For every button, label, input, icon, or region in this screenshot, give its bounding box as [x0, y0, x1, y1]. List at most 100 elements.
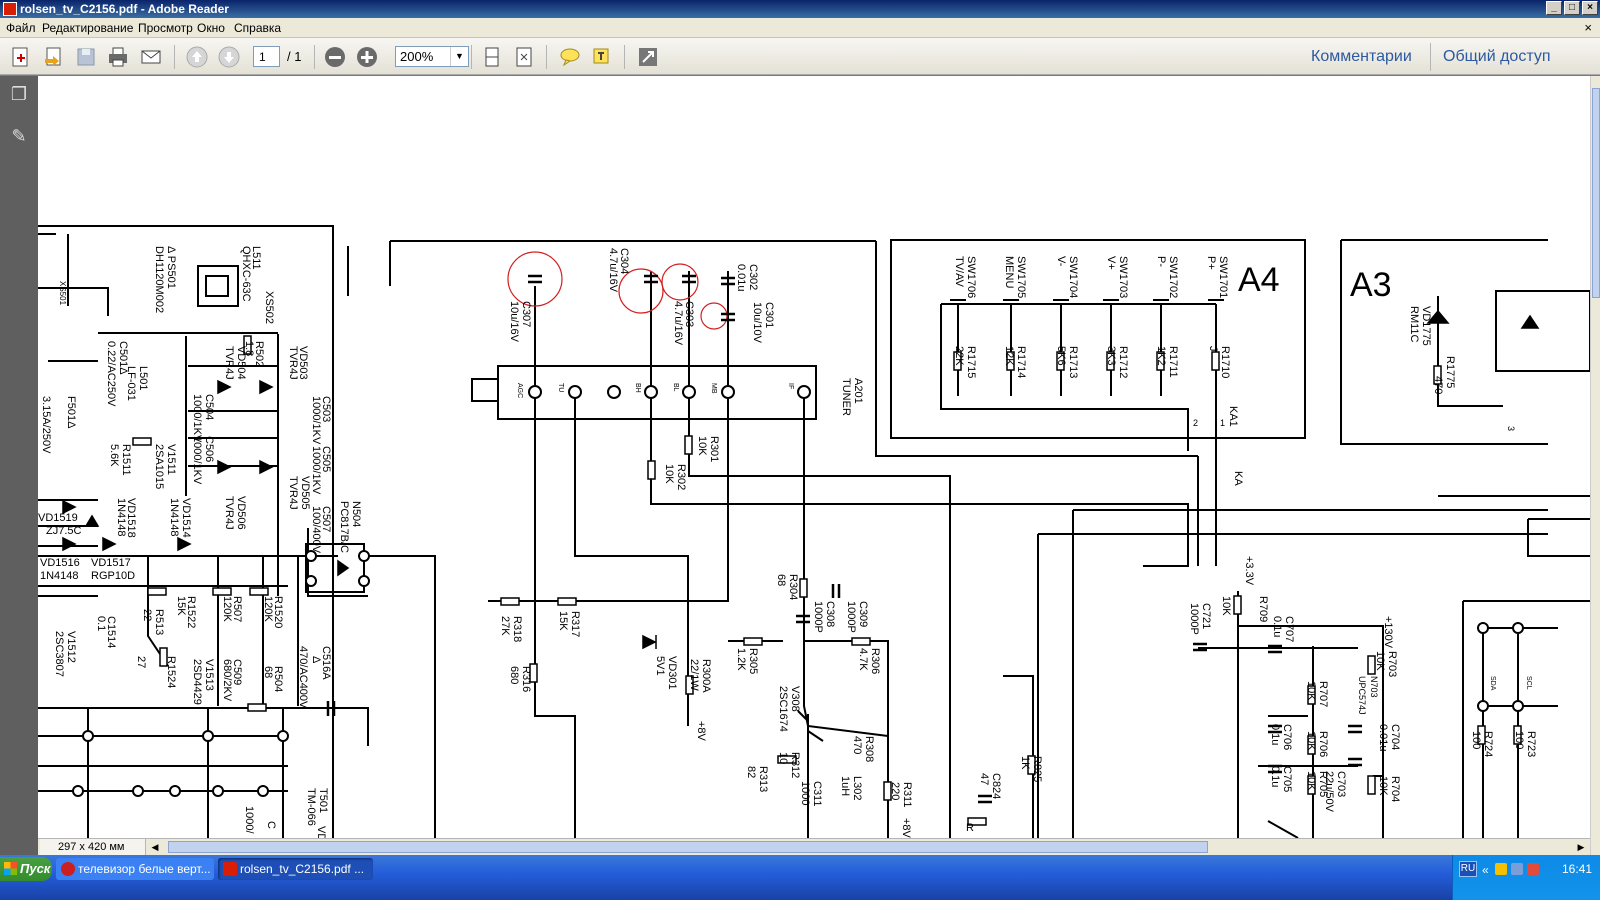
schematic-label: 0.22/AC250V	[105, 341, 117, 407]
schematic-label: R	[966, 822, 974, 834]
schematic-label: 10u/10V	[751, 302, 763, 344]
email-icon[interactable]	[139, 45, 163, 69]
schematic-label: 4.7K	[857, 648, 869, 671]
schematic-label: 22/1W	[688, 659, 700, 691]
full-screen-icon[interactable]	[636, 45, 660, 69]
schematic-label: R706	[1317, 731, 1329, 757]
schematic-label: R1710	[1219, 346, 1231, 378]
vertical-scroll-thumb[interactable]	[1592, 88, 1600, 298]
schematic-label: SW1704	[1067, 256, 1079, 298]
antivirus-icon[interactable]	[1527, 863, 1539, 875]
print-icon[interactable]	[106, 45, 130, 69]
schematic-label: V+	[1105, 256, 1117, 270]
close-button[interactable]: ×	[1582, 1, 1598, 15]
schematic-label: 4.7u/16V	[672, 301, 684, 346]
schematic-label: R1715	[965, 346, 977, 378]
navigation-sidebar: ❐ ✎	[0, 76, 38, 855]
next-page-icon[interactable]	[217, 45, 241, 69]
schematic-label: R1775	[1444, 356, 1456, 388]
scroll-left-arrow-icon[interactable]: ◀	[151, 842, 159, 852]
save-icon[interactable]	[74, 45, 98, 69]
schematic-label: 0.01u	[1377, 724, 1389, 752]
schematic-label: R1511	[120, 444, 132, 476]
schematic-label: C507	[320, 506, 332, 532]
schematic-label: 2SD4429	[191, 659, 203, 705]
schematic-label: 1000P	[845, 601, 857, 633]
schematic-label: 1	[1220, 418, 1225, 428]
schematic-label: V1512	[65, 631, 77, 663]
zoom-level-select[interactable]: 200% ▼	[395, 46, 469, 67]
previous-page-icon[interactable]	[185, 45, 209, 69]
schematic-label: 10K	[663, 464, 675, 484]
schematic-label: 100/400V	[310, 506, 322, 554]
taskbar-item-opera[interactable]: телевизор белые верт...	[56, 858, 214, 880]
highlight-icon[interactable]	[590, 45, 614, 69]
scrolling-mode-icon[interactable]	[480, 45, 504, 69]
schematic-label: 22	[141, 609, 153, 621]
chevron-down-icon[interactable]: ▼	[450, 47, 468, 66]
vertical-scrollbar[interactable]	[1590, 76, 1600, 855]
adobe-reader-icon	[223, 862, 237, 876]
schematic-label: R709	[1257, 596, 1269, 622]
menu-edit[interactable]: Редактирование	[42, 21, 134, 35]
schematic-label: 1000/	[243, 806, 255, 834]
network-icon[interactable]	[1511, 863, 1523, 875]
zoom-out-icon[interactable]	[323, 45, 347, 69]
schematic-label: 680/2KV	[221, 659, 233, 702]
taskbar-item-adobe-reader[interactable]: rolsen_tv_C2156.pdf ...	[218, 858, 373, 880]
schematic-label: 10K	[1305, 731, 1317, 751]
horizontal-scroll-thumb[interactable]	[168, 841, 1208, 853]
horizontal-scrollbar[interactable]: 297 x 420 мм ◀ ▶	[38, 838, 1590, 855]
schematic-label: 1000/1KV	[191, 394, 203, 443]
schematic-label: VD505	[299, 476, 311, 510]
schematic-label: R507	[231, 596, 243, 622]
schematic-label: 470/AC400V	[297, 646, 309, 709]
fit-page-icon[interactable]	[512, 45, 536, 69]
schematic-label: N703	[1369, 676, 1379, 698]
schematic-label: C501Δ	[117, 341, 129, 375]
menu-view[interactable]: Просмотр	[138, 21, 193, 35]
opera-icon	[61, 862, 75, 876]
schematic-label: R304	[787, 574, 799, 600]
attachments-paperclip-icon[interactable]: ✎	[11, 126, 27, 146]
pages-panel-icon[interactable]: ❐	[10, 84, 28, 104]
comment-icon[interactable]	[558, 45, 582, 69]
comments-panel-link[interactable]: Комментарии	[1311, 48, 1412, 65]
zoom-in-icon[interactable]	[355, 45, 379, 69]
clock: 16:41	[1561, 862, 1592, 876]
menu-window[interactable]: Окно	[197, 21, 225, 35]
schematic-label: C721	[1200, 603, 1212, 629]
schematic-label: R317	[569, 611, 581, 637]
schematic-label: R1522	[185, 596, 197, 628]
menu-help[interactable]: Справка	[234, 21, 282, 35]
menu-file[interactable]: Файл	[6, 21, 36, 35]
schematic-label: 22K	[953, 346, 965, 366]
open-file-icon[interactable]	[42, 45, 66, 69]
page-number-input[interactable]: 1	[253, 46, 280, 67]
schematic-label: L302	[851, 776, 863, 800]
scroll-right-arrow-icon[interactable]: ▶	[1577, 842, 1585, 852]
schematic-label: 0.1u	[1269, 766, 1281, 787]
schematic-label: C516A	[320, 646, 332, 680]
schematic-label: V1511	[165, 444, 177, 475]
schematic-label: 27K	[499, 616, 511, 636]
schematic-label: 0.1u	[1269, 724, 1281, 745]
schematic-label: 1N4148	[115, 498, 127, 537]
schematic-label: 1000P	[812, 601, 824, 633]
schematic-label: 0.01u	[735, 264, 747, 292]
tray-expand-chevron-icon[interactable]: «	[1482, 863, 1489, 877]
create-pdf-icon[interactable]	[9, 45, 33, 69]
security-shield-icon[interactable]	[1495, 863, 1507, 875]
start-button[interactable]: Пуск	[0, 857, 52, 881]
share-panel-link[interactable]: Общий доступ	[1443, 48, 1551, 65]
schematic-label: 10K	[696, 436, 708, 456]
page-size-indicator: 297 x 420 мм	[40, 839, 146, 855]
schematic-label: BH	[634, 383, 641, 393]
document-close-button[interactable]: ×	[1584, 20, 1592, 35]
minimize-button[interactable]: _	[1546, 1, 1562, 15]
maximize-button[interactable]: □	[1564, 1, 1580, 15]
schematic-label: 5K6	[1055, 346, 1067, 366]
language-indicator[interactable]: RU	[1459, 861, 1477, 877]
schematic-label: C	[265, 821, 277, 829]
